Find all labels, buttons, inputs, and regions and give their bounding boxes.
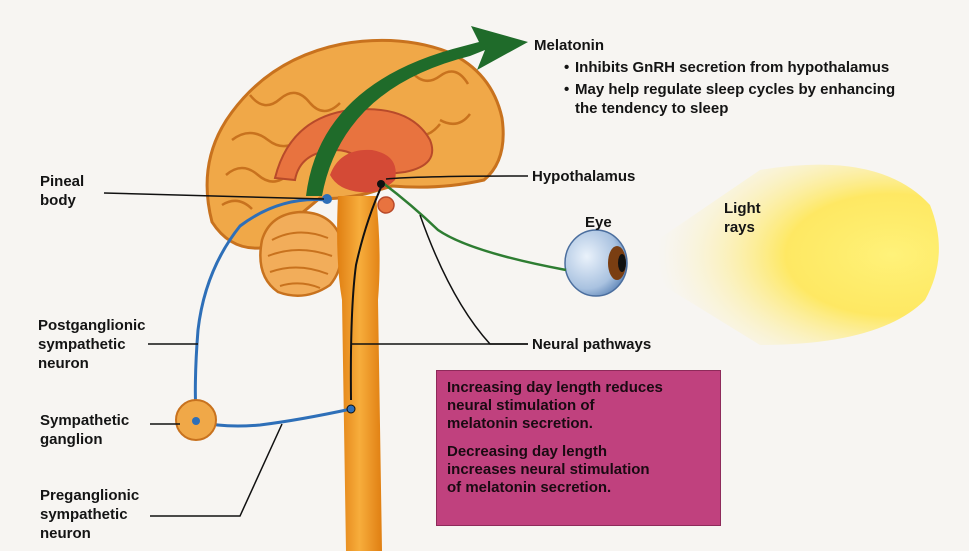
light-rays [625,165,939,345]
label-preganglionic-line2: sympathetic [40,505,139,524]
label-ganglion-line2: ganglion [40,430,129,449]
spinal-synapse-dot [347,405,355,413]
label-postganglionic-line3: neuron [38,354,146,373]
pupil-icon [618,254,626,272]
label-postganglionic-neuron: Postganglionic sympathetic neuron [38,316,146,373]
label-postganglionic-line2: sympathetic [38,335,146,354]
melatonin-bullet-2: May help regulate sleep cycles by enhanc… [575,80,895,118]
info-p2-line3: of melatonin secretion. [447,479,611,496]
label-pineal-body: Pineal body [40,172,84,210]
melatonin-bullet-2-line1: May help regulate sleep cycles by enhanc… [575,80,895,99]
ganglion-synapse-dot [192,417,200,425]
label-light-line2: rays [724,218,761,237]
label-melatonin: Melatonin [534,36,604,55]
info-p1-line3: melatonin secretion. [447,415,593,432]
label-preganglionic-line1: Preganglionic [40,486,139,505]
label-pineal-line2: body [40,191,84,210]
label-pineal-line1: Pineal [40,172,84,191]
label-postganglionic-line1: Postganglionic [38,316,146,335]
optic-pathway [383,183,566,270]
info-p2-line2: increases neural stimulation [447,461,650,478]
pituitary [378,197,394,213]
label-eye: Eye [585,213,612,232]
info-p1-line1: Increasing day length reduces [447,379,663,396]
info-p2-line1: Decreasing day length [447,443,607,460]
label-hypothalamus: Hypothalamus [532,167,635,186]
label-preganglionic-line3: neuron [40,524,139,543]
info-paragraph-decreasing: Decreasing day length increases neural s… [447,443,712,497]
label-ganglion-line1: Sympathetic [40,411,129,430]
day-length-info-box: Increasing day length reduces neural sti… [436,370,721,526]
label-light-line1: Light [724,199,761,218]
melatonin-bullet-1: Inhibits GnRH secretion from hypothalamu… [575,58,889,77]
label-neural-pathways: Neural pathways [532,335,651,354]
preganglionic-neuron [200,409,351,426]
label-sympathetic-ganglion: Sympathetic ganglion [40,411,129,449]
label-light-rays: Light rays [724,199,761,237]
melatonin-bullet-2-line2: the tendency to sleep [575,99,895,118]
info-p1-line2: neural stimulation of [447,397,595,414]
label-preganglionic-neuron: Preganglionic sympathetic neuron [40,486,139,543]
leader-neural-pathways-upper [420,215,528,344]
hypothalamus-dot [377,180,385,188]
info-paragraph-increasing: Increasing day length reduces neural sti… [447,379,712,433]
leader-preganglionic [150,424,282,516]
